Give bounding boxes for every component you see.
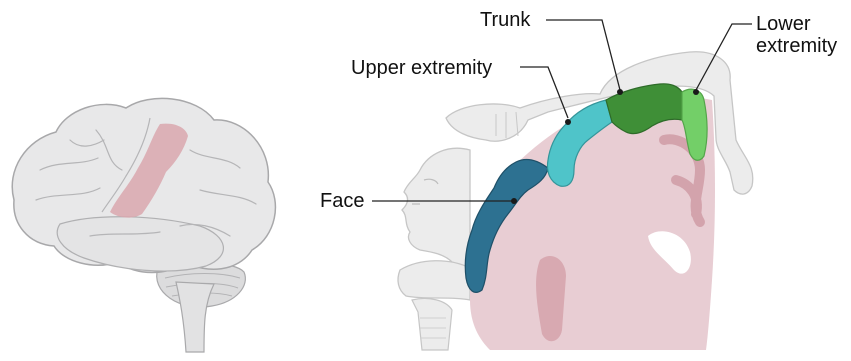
upper-extremity-leader-dot [565, 119, 571, 125]
lower-extremity-leader-dot [693, 89, 699, 95]
trunk-leader-line [546, 20, 620, 90]
label-upper-extremity: Upper extremity [351, 57, 492, 79]
brain-icon [12, 98, 275, 352]
trunk-leader-dot [617, 89, 623, 95]
label-face: Face [320, 190, 364, 212]
label-trunk: Trunk [480, 9, 530, 31]
face-leader-dot [511, 198, 517, 204]
